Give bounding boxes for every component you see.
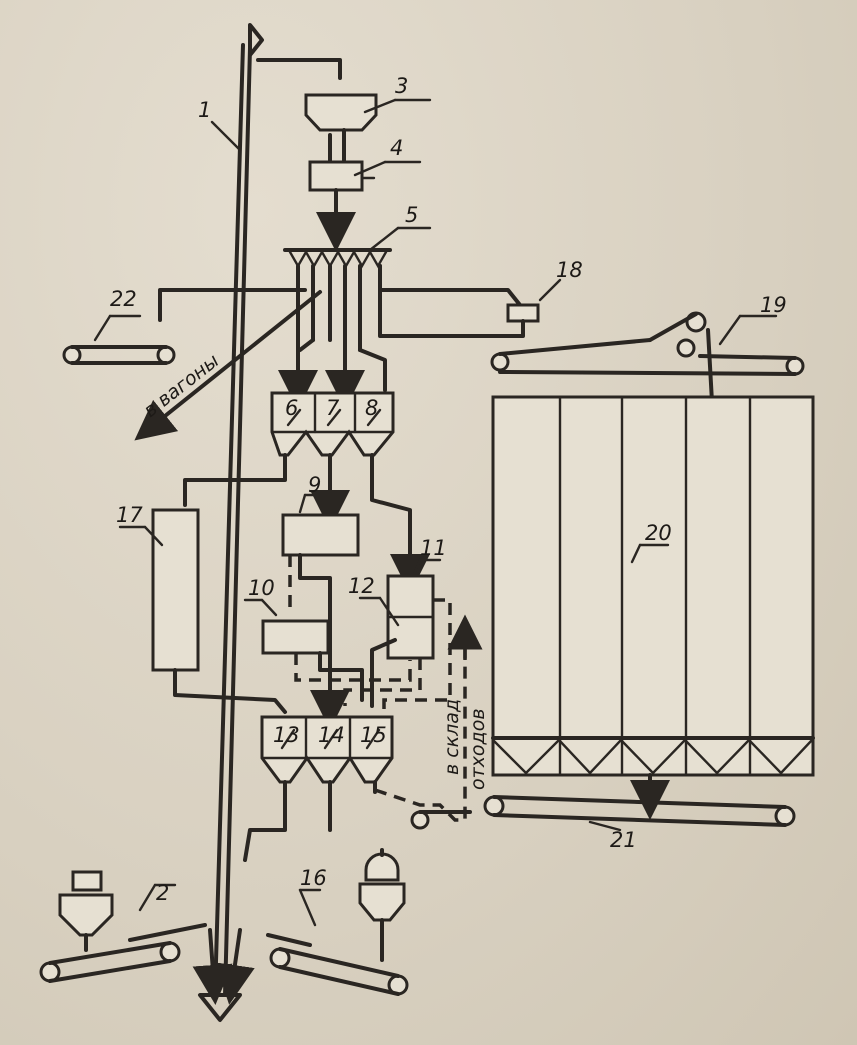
- separator-17: [118, 508, 287, 714]
- distributor-5: [278, 248, 392, 410]
- bins-6-7-8: [270, 391, 395, 457]
- machine-9: [281, 493, 360, 730]
- label-6: 6: [285, 396, 298, 420]
- conveyor-19: [490, 311, 805, 458]
- to-wagons-label: в вагоны: [140, 350, 224, 422]
- leader-lines: [210, 98, 432, 252]
- label-2: 2: [156, 881, 169, 905]
- label-11: 11: [420, 536, 447, 560]
- to-waste-label-2: отходов: [467, 708, 489, 790]
- line-to-wagons: [134, 288, 322, 441]
- label-15: 15: [360, 723, 387, 747]
- label-20: 20: [645, 521, 672, 545]
- label-21: 21: [610, 828, 637, 852]
- label-8: 8: [365, 396, 378, 420]
- label-17: 17: [116, 503, 143, 527]
- machine-11-12: [343, 558, 452, 716]
- label-13: 13: [273, 723, 300, 747]
- label-19: 19: [760, 293, 787, 317]
- separator-18: [378, 264, 562, 338]
- feeder-4: [308, 160, 376, 252]
- waste-line: [374, 614, 483, 822]
- label-1: 1: [198, 98, 211, 122]
- label-16: 16: [300, 866, 327, 890]
- to-waste-label-1: в склад: [441, 699, 463, 775]
- label-5: 5: [405, 203, 418, 227]
- conveyor-16: [215, 848, 409, 1005]
- conveyor-22: [62, 314, 176, 365]
- label-7: 7: [326, 396, 340, 420]
- label-10: 10: [248, 576, 275, 600]
- label-22: 22: [110, 287, 137, 311]
- bins-13-14-15: [243, 715, 394, 862]
- hopper-3: [304, 93, 378, 162]
- feed-conveyor-2: [39, 870, 233, 1005]
- storage-silos-20: [491, 395, 815, 820]
- label-4: 4: [390, 136, 403, 160]
- waste-conveyor: [410, 810, 472, 830]
- label-18: 18: [556, 258, 583, 282]
- conveyor-21: [483, 795, 796, 832]
- label-14: 14: [318, 723, 345, 747]
- machine-10: [243, 598, 412, 702]
- bins-outflow-lines: [183, 453, 430, 594]
- label-9: 9: [308, 473, 321, 497]
- label-3: 3: [395, 74, 408, 98]
- label-12: 12: [348, 574, 375, 598]
- number-labels: 1 2 3 4 5 6 7 8 9 10 11 12 13 14 15 16 1…: [110, 74, 787, 905]
